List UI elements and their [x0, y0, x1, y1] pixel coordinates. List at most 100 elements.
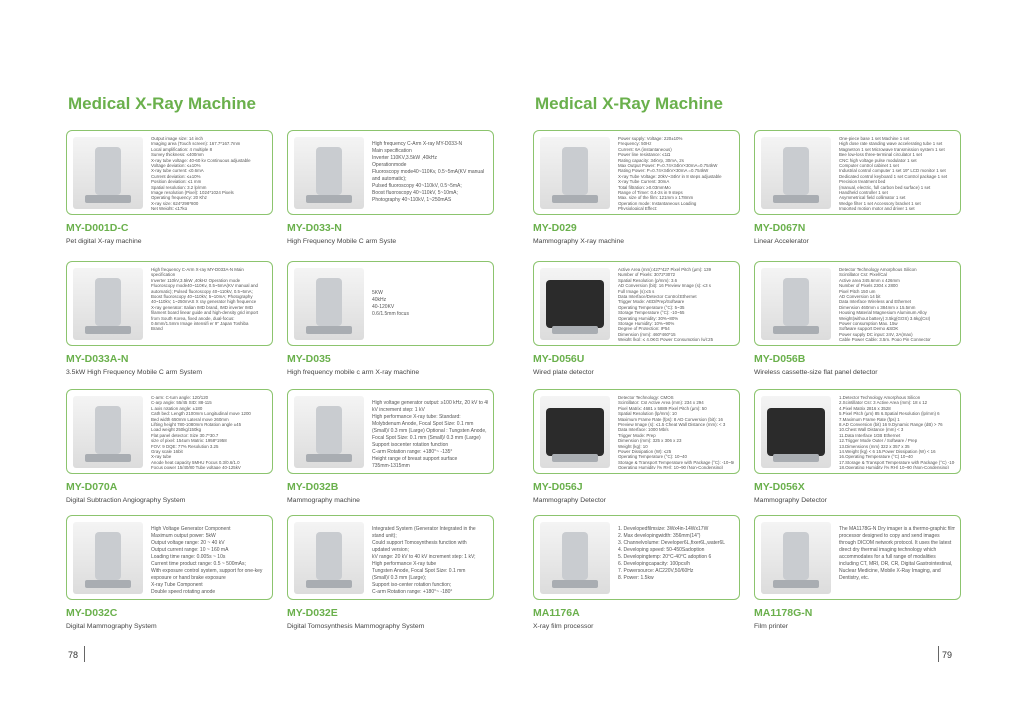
spec-line: Frequency: 50Hz — [618, 141, 652, 147]
spec-line: Dimension (mm): 325 x 306 x 23 — [618, 438, 682, 444]
spec-line: Focal Spot Size: 0.1 mm (Small)/ 0.3 mm … — [372, 435, 481, 441]
product-code: MY-D032B — [287, 481, 339, 493]
spec-line: Number of Pixels: 3072*3072 — [618, 272, 676, 278]
spec-line: Dedicated control keyboard 1 set Control… — [839, 173, 948, 179]
product-name: Mammography Detector — [533, 497, 606, 504]
spec-line: Operating Humidity: 30%~80% — [618, 315, 679, 321]
spec-line: X-ray tube — [151, 454, 172, 460]
spec-line: stand unit); — [372, 533, 397, 539]
spec-line: Double speed rotating anode — [151, 589, 216, 595]
spec-line: 1. Developedfilmsize: 3Wx4in-14Wx17W — [618, 526, 709, 532]
spec-line: kV increment step: 1 kV — [372, 407, 425, 413]
spec-line: specification — [151, 272, 176, 278]
spec-line: Rating Power: P=0.74×34kV×30mA =0.754kW — [618, 168, 709, 174]
product-card: Active Area (mm):427*427 Pixel Pitch (μm… — [533, 261, 740, 346]
product-card: Integrated System (Generator Integrated … — [287, 515, 494, 600]
spec-line: Boost fluoroscopy 40~110kV, 5~10mA; Phot… — [151, 294, 253, 300]
spec-line: 4. Developing speed: 50-450Sadoption — [618, 547, 705, 553]
spec-line: Storage Humidity: 10%~90% — [618, 321, 675, 327]
product-code: MY-D070A — [66, 481, 118, 493]
spec-line: High voltage generator output: ≥100 kHz,… — [372, 400, 488, 406]
product-card: Power supply: Voltage: 220±10%Frequency:… — [533, 130, 740, 215]
spec-line: Dimension (mm): 460*460*15 — [618, 331, 676, 337]
spec-line: Data Interface: 1000 Mb/s — [618, 427, 669, 433]
spec-line: Full Image (s):≤5 s — [618, 288, 655, 294]
spec-line: Image resolution (Pixel): 1024*1024 Pixe… — [151, 190, 234, 196]
product-specs: Power supply: Voltage: 220±10%Frequency:… — [618, 136, 734, 210]
spec-line: Power supply DC input: 24V, 2A(max) — [839, 331, 913, 337]
spec-line: 16.Operating Temperature (°C) 10~40 — [839, 454, 913, 460]
spec-line: Inverter 110KV,3.5kW ,40kHz — [372, 155, 438, 161]
spec-line: Molybdenum Anode, Focal Spot Size: 0.1 m… — [372, 421, 474, 427]
spec-line: X-ray generator: Italian IMD brand, IMD … — [151, 304, 253, 310]
spec-line: Scintillator: CsI Active Area (mm): 234 … — [618, 400, 704, 406]
page-number-divider — [938, 646, 939, 662]
product-specs: High frequency C-Arm X-ray MY-D033A-N Ma… — [151, 267, 267, 341]
product-name: High frequency mobile c arm X-ray machin… — [287, 369, 420, 376]
spec-line: Imported motion motor and driver 1 set — [839, 206, 915, 210]
spec-line: exposure or hand brake exposure — [151, 575, 226, 581]
spec-line: filament board linear guide and high-den… — [151, 310, 259, 316]
spec-line: Asymmetrical field collimator 1 set — [839, 195, 906, 201]
spec-line: Survey thickness: ≤400mm — [151, 152, 204, 158]
spec-line: Gray scale 16bit — [151, 449, 183, 455]
spec-line: Pixel Matrix: 4681 x 5889 Pixel Pitch (μ… — [618, 405, 707, 411]
page-title: Medical X-Ray Machine — [68, 94, 257, 113]
spec-line: 0.6/1.5mm focus — [372, 311, 409, 317]
spec-line: CNC high voltage pulse modulator 1 set — [839, 157, 917, 163]
spec-line: X-ray Tube Component — [151, 582, 203, 588]
product-name: Wireless cassette-size flat panel detect… — [754, 369, 878, 376]
spec-line: High frequency C-Arm X-ray MY-D033-N — [372, 141, 463, 147]
product-name: 3.5kW High Frequency Mobile C arm System — [66, 369, 202, 376]
spec-line: Software support Demo &SDK — [839, 326, 899, 332]
spec-line: size of pixel: 154um Matrix: 1958*1958 — [151, 438, 227, 444]
spec-line: 4.Pixel Matrix 2816 x 3528 — [839, 405, 891, 411]
spec-line: 8.AD Conversion (bit) 16 9.Dynamic Range… — [839, 422, 943, 428]
spec-line: 11.Data Interface 1GB Ethernet — [839, 432, 901, 438]
product-image — [761, 137, 831, 209]
product-image — [761, 396, 831, 468]
spec-line: 40kHz — [372, 297, 387, 303]
spec-line: Operationmode — [372, 162, 407, 168]
spec-line: Support isocenter rotation function — [372, 442, 449, 448]
spec-line: Boost fluoroscopy 40~110kV, 5~10mA; — [372, 190, 458, 196]
product-name: Pet digital X-ray machine — [66, 238, 142, 245]
spec-line: Operating Temperature (°C): 5~35 — [618, 304, 685, 310]
product-code: MA1178G-N — [754, 607, 813, 619]
spec-line: Current deviation: ≤±10% — [151, 173, 201, 179]
spec-line: Fluoroscopy mode40~110Kv, 0.5~5mA(KV man… — [151, 283, 258, 289]
spec-line: Magnetron 1 set Microwave transmission s… — [839, 146, 945, 152]
spec-line: Industrial control computer 1 set 19" LC… — [839, 168, 946, 174]
spec-line: Handheld controller 1 set — [839, 190, 888, 196]
spec-line: Focus power 15/40/80 Tube voltage 40-125… — [151, 465, 241, 469]
spec-line: Scintillator CsI: Pixel/Cal — [839, 272, 887, 278]
spec-line: Height range of breast support surface — [372, 456, 458, 462]
spec-line: High performance X-ray tube — [372, 561, 437, 567]
spec-line: Support iso-center rotation function; — [372, 582, 452, 588]
spec-line: Trigger Mode: AED/Prep/Software — [618, 299, 685, 305]
product-image — [540, 396, 610, 468]
spec-line: 0.6mm/1.5mm Image intensifi er 9" Japan … — [151, 321, 249, 327]
spec-line: One-piece base 1 set Machine 1 set — [839, 136, 910, 141]
spec-line: direct dry thermal imaging technology wh… — [839, 547, 937, 553]
spec-line: Weight (kg): ≤ 4.0KG Power Consumption (… — [618, 337, 714, 341]
spec-line: Pulsed fluoroscopy 40~110kV, 0.5~5mA; — [372, 183, 462, 189]
product-image — [540, 137, 610, 209]
spec-line: Nuclear Medicine, Mobile X-Ray Imaging, … — [839, 568, 941, 574]
spec-line: Spatial Resolution (lp/mm): 10 — [618, 411, 677, 417]
spec-line: Fluoroscopy mode40~110Kv, 0.5~5mA(KV man… — [372, 169, 485, 175]
product-name: Digital Subtraction Angiography System — [66, 497, 186, 504]
product-specs: The MA1178G-N Dry imager is a thermo-gra… — [839, 526, 955, 595]
spec-line: Output image size: 14 inch — [151, 136, 203, 141]
product-image — [761, 268, 831, 340]
product-code: MY-D029 — [533, 222, 577, 234]
product-image — [540, 522, 610, 594]
